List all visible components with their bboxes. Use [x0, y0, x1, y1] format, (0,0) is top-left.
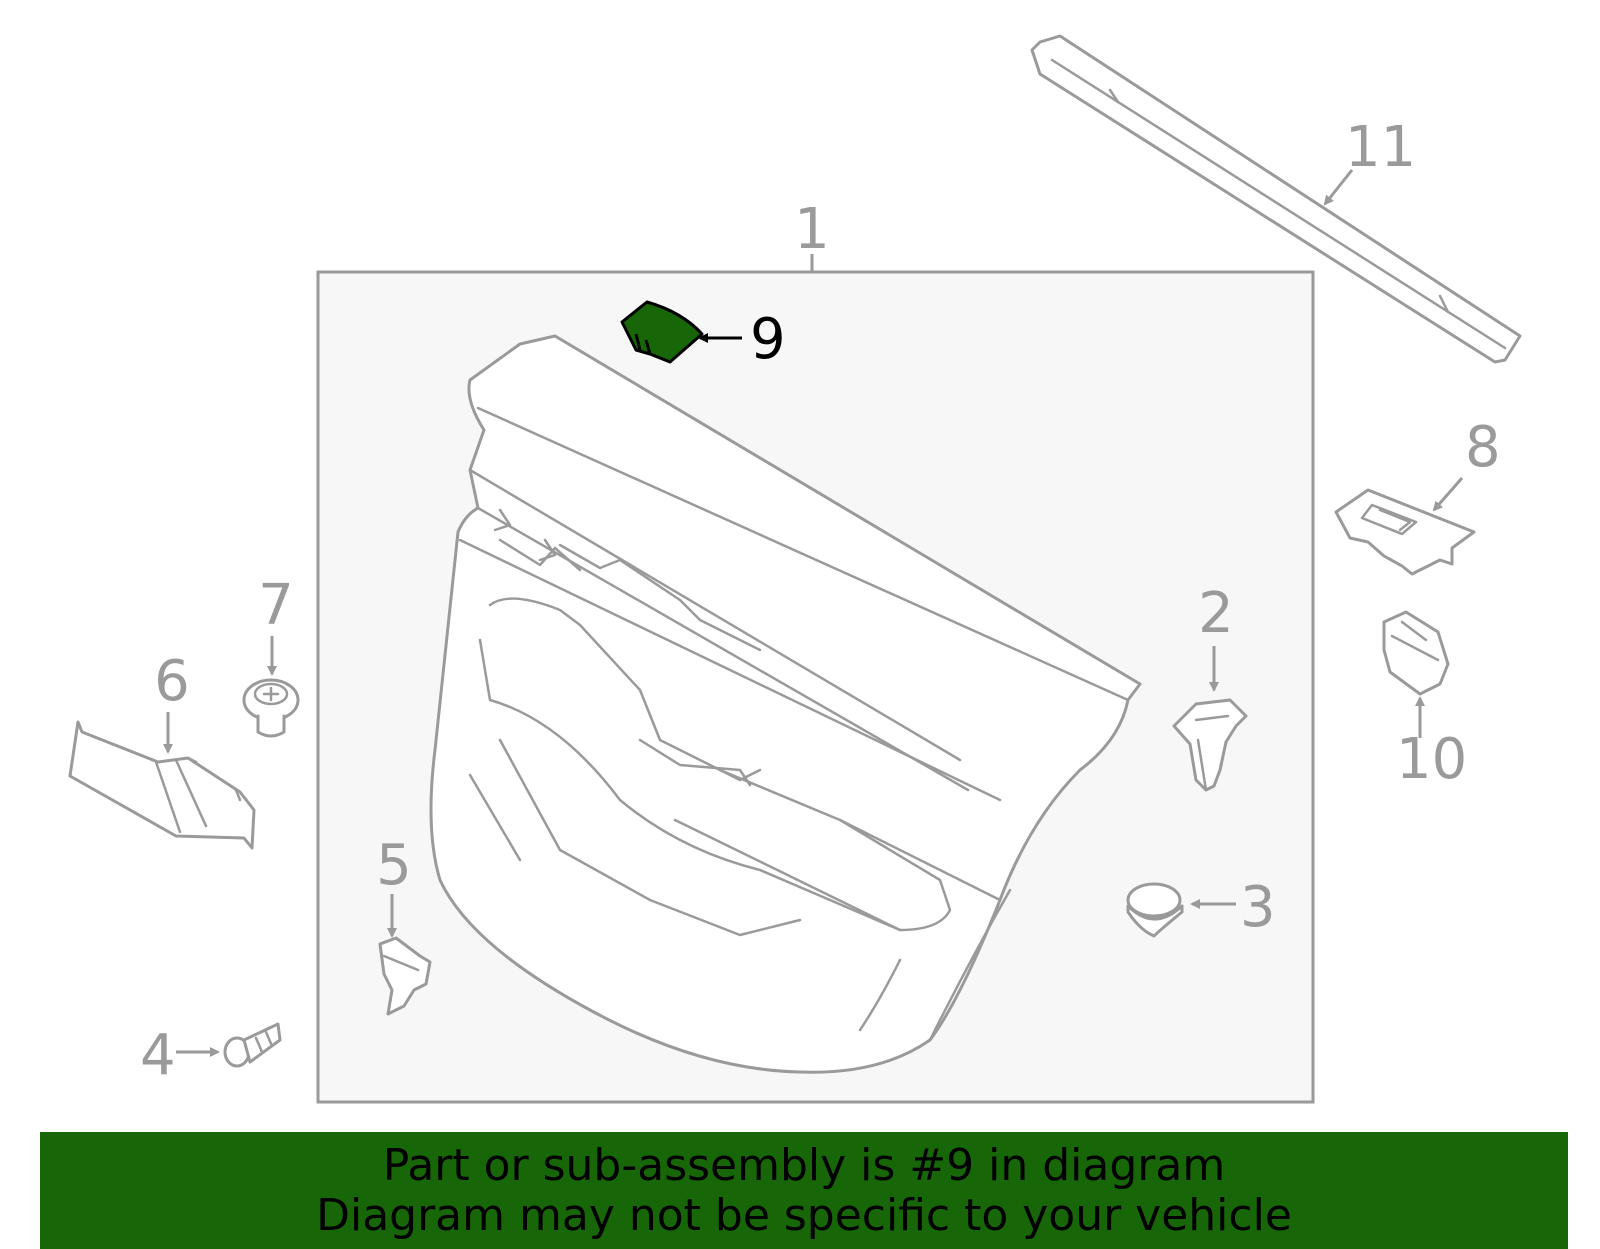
label-1[interactable]: 1 [794, 197, 830, 262]
part-3-push-pin[interactable]: 3 [1126, 875, 1276, 940]
label-2[interactable]: 2 [1198, 581, 1234, 646]
info-banner: Part or sub-assembly is #9 in diagram Di… [40, 1132, 1568, 1249]
label-9[interactable]: 9 [750, 307, 786, 372]
part-8-switch-bezel[interactable]: 8 [1334, 415, 1501, 576]
door-trim-panel [429, 334, 1142, 1074]
label-4[interactable]: 4 [140, 1023, 176, 1088]
part-2-retainer-clip[interactable]: 2 [1172, 581, 1248, 792]
label-5[interactable]: 5 [376, 833, 412, 898]
part-6-trim-bracket[interactable]: 6 [68, 649, 256, 850]
part-10-window-switch[interactable]: 10 [1382, 610, 1467, 792]
banner-line-part-info: Part or sub-assembly is #9 in diagram [382, 1139, 1226, 1191]
part-4-screw[interactable]: 4 [140, 1022, 282, 1088]
parts-diagram: 1 9 11 [68, 34, 1522, 1104]
label-10[interactable]: 10 [1396, 727, 1467, 792]
part-5-bracket[interactable]: 5 [376, 833, 432, 1016]
label-3[interactable]: 3 [1240, 875, 1276, 940]
part-11-belt-molding[interactable]: 11 [1030, 34, 1522, 364]
label-7[interactable]: 7 [258, 573, 294, 638]
part-7-grommet[interactable]: 7 [242, 573, 300, 738]
banner-line-disclaimer: Diagram may not be specific to your vehi… [316, 1189, 1292, 1241]
label-11[interactable]: 11 [1345, 115, 1416, 180]
label-8[interactable]: 8 [1465, 415, 1501, 480]
part-9-highlighted[interactable]: 9 [620, 300, 786, 372]
label-6[interactable]: 6 [154, 649, 190, 714]
